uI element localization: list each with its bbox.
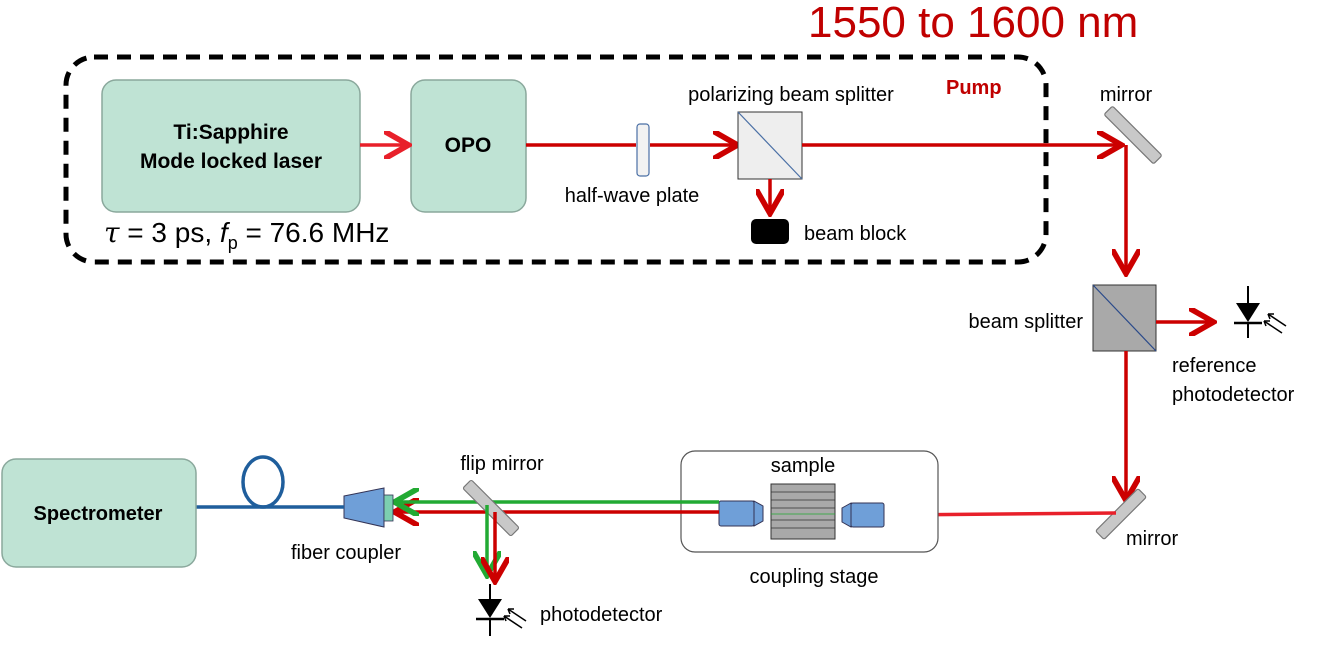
mirror-top [1104,106,1162,164]
pump-label: Pump [946,77,1002,99]
mirror-bottom [1095,488,1147,540]
beam-splitter-label: beam splitter [969,311,1084,333]
reference-label-line2: photodetector [1172,384,1295,406]
opo-box: OPO [410,79,527,213]
beam-block [751,219,789,244]
sample-label: sample [771,455,835,477]
opo-label: OPO [445,134,492,157]
polarizing-beam-splitter [737,111,803,180]
reference-label-line1: reference [1172,355,1257,377]
optical-fiber [196,455,344,509]
photodetector-label: photodetector [540,604,663,626]
mirror-bottom-label: mirror [1126,528,1179,550]
pbs-label: polarizing beam splitter [688,84,894,106]
sample-chip [770,483,836,540]
spectrometer: Spectrometer [1,458,197,568]
ti-sapphire-laser: Ti:Sapphire Mode locked laser [101,79,361,213]
half-wave-plate [636,123,650,177]
objective-lens-right [841,502,885,528]
pump-enclosure [63,54,1049,265]
photodetector-icon [476,584,527,636]
flip-mirror [462,479,520,537]
fiber-coupler-label: fiber coupler [291,542,401,564]
laser-parameters: τ = 3 ps, fp = 76.6 MHz [104,216,389,253]
beam-block-label: beam block [804,223,907,245]
coupling-stage-label: coupling stage [750,566,879,588]
reference-photodetector-icon [1234,286,1287,338]
half-wave-plate-label: half-wave plate [565,185,700,207]
fiber-coupler [343,487,394,528]
flip-mirror-label: flip mirror [460,453,544,475]
objective-lens-left [718,500,764,527]
laser-label-line2: Mode locked laser [140,150,322,173]
mirror-top-label: mirror [1100,84,1153,106]
spectrometer-label: Spectrometer [34,503,163,525]
wavelength-title: 1550 to 1600 nm [808,0,1138,47]
beam-splitter [1092,284,1157,352]
laser-label-line1: Ti:Sapphire [173,121,288,144]
